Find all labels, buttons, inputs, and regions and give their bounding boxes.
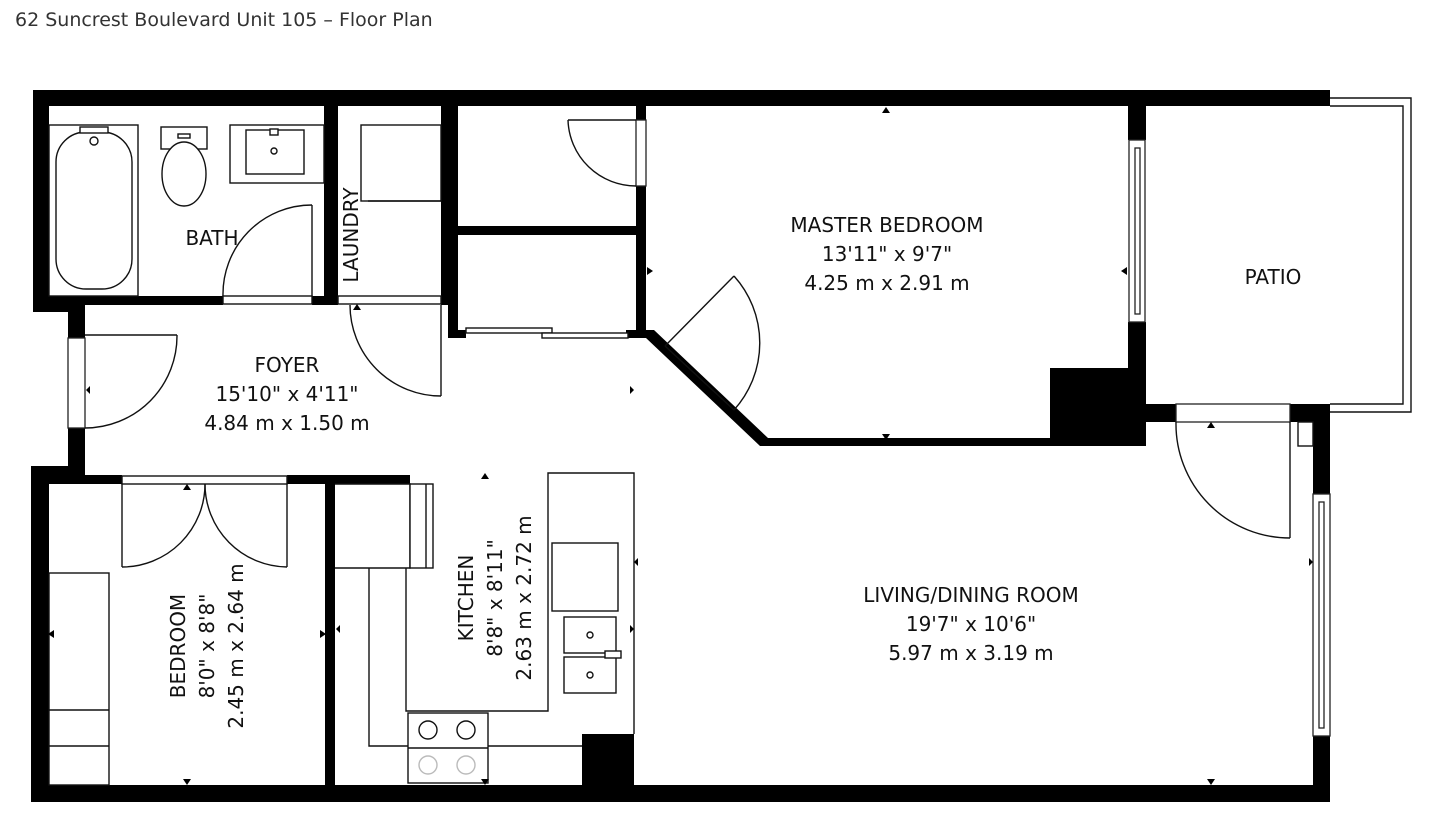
page-title: 62 Suncrest Boulevard Unit 105 – Floor P… — [15, 9, 433, 31]
bath-name: BATH — [185, 226, 238, 250]
room-label-laundry: LAUNDRY — [339, 187, 363, 283]
master-door — [664, 275, 761, 411]
room-label-master-bedroom: MASTER BEDROOM 13'11" x 9'7" 4.25 m x 2.… — [790, 213, 983, 295]
master-name: MASTER BEDROOM — [790, 213, 983, 237]
closet-sliding-door — [465, 327, 629, 339]
master-dim-imperial: 13'11" x 9'7" — [822, 242, 952, 266]
living-name: LIVING/DINING ROOM — [863, 583, 1078, 607]
windows — [67, 119, 1331, 737]
bedroom-furniture — [48, 572, 110, 786]
bedroom-closet-doors — [121, 475, 288, 568]
patio-name: PATIO — [1245, 265, 1302, 289]
washer-dryer — [360, 124, 442, 202]
bath-door — [222, 204, 313, 305]
room-label-patio: PATIO — [1245, 265, 1302, 289]
laundry-door — [337, 295, 442, 397]
toilet — [160, 126, 208, 207]
kitchen-dim-imperial: 8'8" x 8'11" — [483, 539, 507, 657]
living-dim-metric: 5.97 m x 3.19 m — [888, 641, 1053, 665]
bathtub — [48, 124, 139, 297]
entry-door — [84, 334, 178, 429]
foyer-name: FOYER — [255, 353, 320, 377]
master-dim-metric: 4.25 m x 2.91 m — [804, 271, 969, 295]
foyer-dim-metric: 4.84 m x 1.50 m — [204, 411, 369, 435]
dimension-markers — [48, 107, 1313, 785]
room-label-living-dining: LIVING/DINING ROOM 19'7" x 10'6" 5.97 m … — [863, 583, 1078, 665]
patio-door — [1175, 421, 1314, 539]
bedroom-name: BEDROOM — [166, 594, 190, 698]
room-label-bath: BATH — [185, 226, 238, 250]
room-label-foyer: FOYER 15'10" x 4'11" 4.84 m x 1.50 m — [204, 353, 369, 435]
laundry-name: LAUNDRY — [339, 187, 363, 283]
foyer-dim-imperial: 15'10" x 4'11" — [215, 382, 358, 406]
interior-walls — [49, 106, 1060, 786]
patio — [1330, 97, 1412, 413]
kitchen-name: KITCHEN — [454, 555, 478, 642]
living-dim-imperial: 19'7" x 10'6" — [906, 612, 1036, 636]
room-label-bedroom: BEDROOM 8'0" x 8'8" 2.45 m x 2.64 m — [166, 563, 248, 728]
vanity-sink — [229, 124, 325, 184]
kitchen-dim-metric: 2.63 m x 2.72 m — [512, 515, 536, 680]
bedroom-dim-metric: 2.45 m x 2.64 m — [224, 563, 248, 728]
closet-door-upper — [567, 119, 637, 187]
bedroom-dim-imperial: 8'0" x 8'8" — [195, 594, 219, 699]
room-label-kitchen: KITCHEN 8'8" x 8'11" 2.63 m x 2.72 m — [454, 515, 536, 680]
kitchen-counters — [335, 472, 635, 784]
